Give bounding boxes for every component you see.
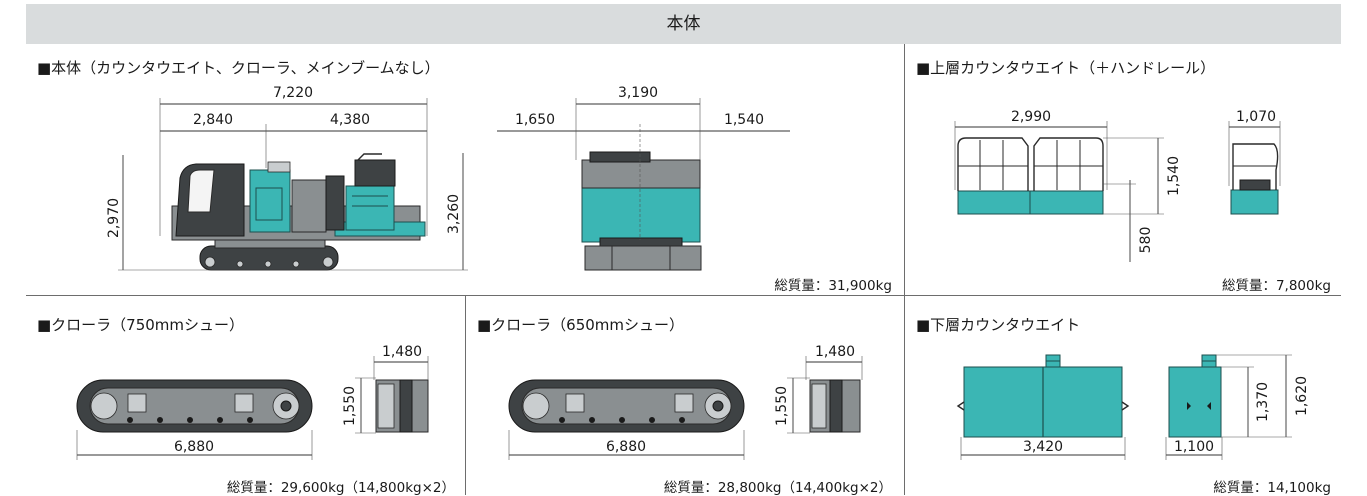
main-body-title: ■本体（カウンタウエイト、クローラ、メインブームなし）: [37, 59, 440, 77]
dim-front-length: 4,380: [330, 112, 370, 128]
upper-counterweight-weight: 総質量：7,800kg: [1221, 278, 1331, 294]
upper-counterweight-front-view: [1230, 143, 1279, 215]
main-body-side-view: [171, 153, 426, 271]
dim-width-total: 3,190: [618, 85, 658, 101]
upper-counterweight-side-view: [957, 137, 1104, 215]
dim-crawler-650-height: 1,550: [774, 386, 790, 426]
dim-width-right: 1,540: [724, 112, 764, 128]
dim-height-cab: 2,970: [106, 198, 122, 238]
vertical-divider-bottom-right: [904, 296, 905, 495]
dim-crawler-650-length: 6,880: [606, 439, 646, 455]
crawler-650-front-view: [809, 379, 861, 433]
dim-crawler-750-length: 6,880: [174, 439, 214, 455]
lower-counterweight-side-view: [956, 354, 1130, 438]
dim-upper-cw-base-height: 580: [1138, 227, 1154, 254]
dim-upper-cw-length: 2,990: [1011, 109, 1051, 125]
main-body-side-dimensions: 7,220 2,840 4,380 2,970 3,260: [106, 85, 468, 271]
vertical-divider-bottom-left: [465, 296, 466, 495]
lower-counterweight-front-view: [1168, 354, 1222, 438]
dim-upper-cw-height: 1,540: [1166, 156, 1182, 196]
crawler-650-title: ■クローラ（650mmシュー）: [477, 316, 685, 334]
main-body-rear-dimensions: 3,190 1,650 1,540: [497, 85, 790, 240]
crawler-650-side-view: [508, 379, 745, 433]
dim-rear-length: 2,840: [193, 112, 233, 128]
crawler-750-front-view: [375, 379, 429, 433]
crawler-750-side-view: [76, 379, 313, 433]
dim-lower-cw-width: 1,100: [1174, 439, 1214, 455]
crawler-650-dimensions: 6,880 1,480 1,550: [508, 344, 863, 460]
crawler-750-title: ■クローラ（750mmシュー）: [37, 316, 245, 334]
dim-crawler-750-height: 1,550: [342, 386, 358, 426]
horizontal-divider: [26, 295, 1341, 296]
dim-crawler-750-width: 1,480: [382, 344, 422, 360]
dim-crawler-650-width: 1,480: [815, 344, 855, 360]
crawler-750-weight: 総質量：29,600kg（14,800kg×2）: [226, 480, 455, 496]
dim-overall-length: 7,220: [273, 85, 313, 101]
section-header: 本体: [26, 4, 1341, 44]
dim-upper-cw-width: 1,070: [1236, 109, 1276, 125]
dim-lower-cw-length: 3,420: [1023, 439, 1063, 455]
dim-lower-cw-height-body: 1,370: [1255, 382, 1271, 422]
lower-counterweight-dimensions: 3,420 1,100 1,370 1,620: [960, 354, 1310, 460]
main-body-rear-view: [581, 151, 702, 271]
dim-height-total: 3,260: [446, 194, 462, 234]
upper-counterweight-dimensions: 2,990 1,070 1,540 580: [954, 109, 1281, 262]
upper-counterweight-title: ■上層カウンタウエイト（＋ハンドレール）: [916, 59, 1216, 77]
crawler-750-dimensions: 6,880 1,480 1,550: [76, 344, 429, 460]
dim-lower-cw-height-total: 1,620: [1294, 376, 1310, 416]
lower-counterweight-title: ■下層カウンタウエイト: [916, 316, 1081, 334]
vertical-divider-top: [904, 44, 905, 295]
lower-counterweight-weight: 総質量：14,100kg: [1213, 480, 1331, 496]
main-body-weight: 総質量：31,900kg: [774, 278, 892, 294]
dim-width-left: 1,650: [515, 112, 555, 128]
section-title: 本体: [666, 14, 701, 34]
crawler-650-weight: 総質量：28,800kg（14,400kg×2）: [663, 480, 892, 496]
